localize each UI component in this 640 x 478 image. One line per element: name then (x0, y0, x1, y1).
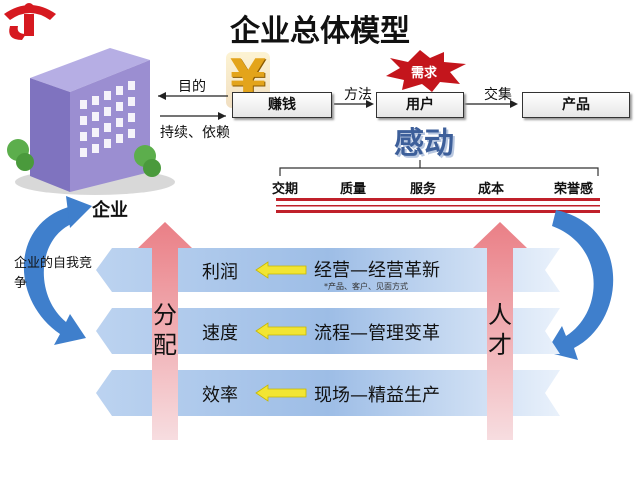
attribute-honor: 荣誉感 (554, 182, 594, 197)
self-competition-label: 企业的自我竞争 (14, 256, 93, 291)
row-arrows (255, 261, 307, 402)
make-money-box: 赚钱 (232, 92, 332, 118)
page-title: 企业总体模型 (230, 14, 410, 49)
row-3-right: 现场—精益生产 (314, 385, 440, 406)
red-rule-bottom (276, 210, 600, 213)
row-1-left: 利润 (202, 262, 238, 283)
cycle-arrow-right (546, 210, 614, 360)
band-row-1 (96, 248, 560, 292)
row-3-left: 效率 (202, 385, 238, 406)
cycle-arrow-left (23, 206, 86, 345)
distribution-label: 分配 (153, 301, 177, 359)
method-label: 方法 (344, 87, 372, 103)
enterprise-label: 企业 (92, 200, 128, 221)
attributes-bracket (279, 160, 599, 176)
demand-starburst (386, 50, 466, 92)
red-rule-top (276, 198, 600, 201)
top-flow-arrows (158, 92, 518, 120)
attribute-delivery: 交期 (272, 182, 299, 197)
talent-label: 人才 (488, 301, 512, 359)
cycle-arrow-left-head (66, 196, 92, 228)
band-row-2 (96, 308, 560, 354)
user-box: 用户 (376, 92, 464, 118)
row-2-left: 速度 (202, 323, 238, 344)
sustain-label: 持续、依赖 (160, 125, 230, 141)
attribute-quality: 质量 (340, 182, 367, 197)
red-rule-middle (276, 205, 600, 207)
company-logo (4, 3, 56, 40)
attribute-service: 服务 (410, 182, 437, 197)
product-box: 产品 (522, 92, 630, 118)
demand-label: 需求 (410, 66, 437, 81)
touch-label: 感动 (394, 126, 454, 161)
enterprise-building-illustration (7, 48, 175, 195)
row-2-right: 流程—管理变革 (314, 323, 440, 344)
distribution-arrow (138, 222, 192, 440)
deliver-label: 交集 (484, 87, 512, 103)
attribute-cost: 成本 (478, 182, 505, 197)
row-1-right: 经营—经营革新 (314, 260, 440, 281)
band-row-3 (96, 370, 560, 416)
purpose-label: 目的 (178, 79, 206, 95)
talent-arrow (473, 222, 527, 440)
row-1-note: *产品、客户、见面方式 (324, 282, 408, 291)
